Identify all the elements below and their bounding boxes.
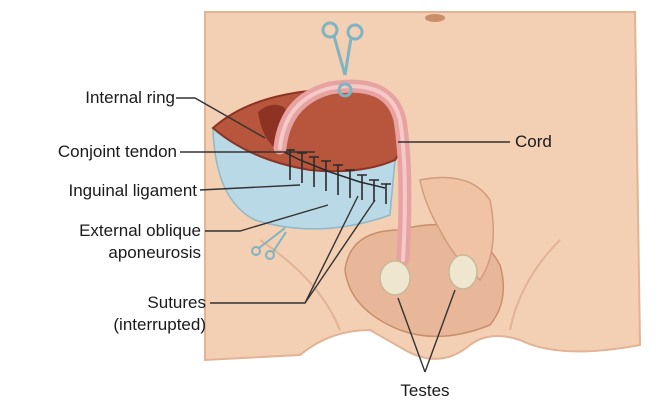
label-internal-ring: Internal ring xyxy=(20,88,175,108)
label-testes: Testes xyxy=(380,381,470,401)
testis-right xyxy=(449,255,477,289)
label-conjoint-tendon: Conjoint tendon xyxy=(15,142,177,162)
label-external-oblique-line1: External oblique xyxy=(5,221,201,241)
label-inguinal-ligament: Inguinal ligament xyxy=(5,181,197,201)
label-sutures-line2: (interrupted) xyxy=(40,315,206,335)
testis-left xyxy=(380,261,410,295)
navel xyxy=(425,14,445,22)
label-sutures-line1: Sutures xyxy=(40,293,206,313)
label-external-oblique-line2: aponeurosis xyxy=(5,243,201,263)
label-cord: Cord xyxy=(515,132,552,152)
